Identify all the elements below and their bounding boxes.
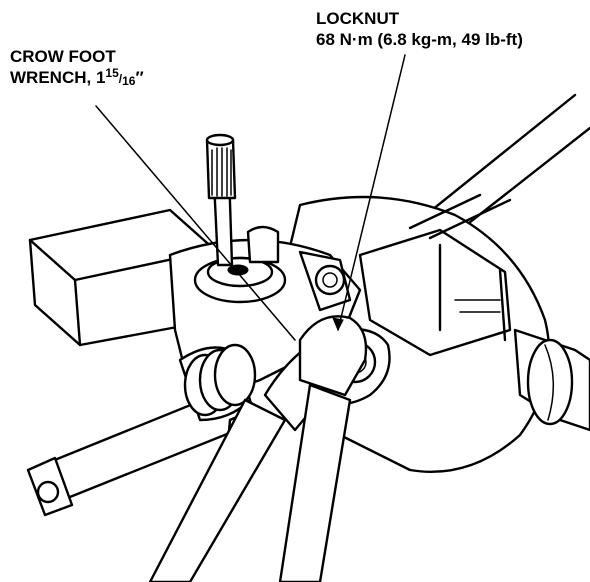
box-wrench [278, 315, 368, 582]
crow-foot-size-numerator: 15 [105, 66, 119, 80]
crow-foot-leader-line [95, 105, 296, 341]
crow-foot-size-denominator: 16 [122, 74, 136, 88]
crow-foot-wrench-label: CROW FOOT WRENCH, 115/16″ [10, 46, 144, 90]
crow-foot-size-inch-mark: ″ [135, 68, 144, 87]
crow-foot-label-line2: WRENCH, 115/16″ [10, 66, 144, 90]
pinion-shaft [205, 133, 237, 267]
crow-foot-label-line1: CROW FOOT [10, 47, 116, 66]
locknut-label: LOCKNUT 68 N·m (6.8 kg-m, 49 lb-ft) [316, 8, 523, 50]
crow-foot-size-slash: / [118, 72, 123, 86]
locknut-torque-spec: 68 N·m (6.8 kg-m, 49 lb-ft) [316, 30, 523, 49]
locknut-label-line1: LOCKNUT [316, 9, 400, 28]
crow-foot-size-prefix: WRENCH, 1 [10, 68, 106, 87]
locknut-leader-line [337, 54, 406, 331]
locknut-leader-arrow [332, 317, 344, 332]
